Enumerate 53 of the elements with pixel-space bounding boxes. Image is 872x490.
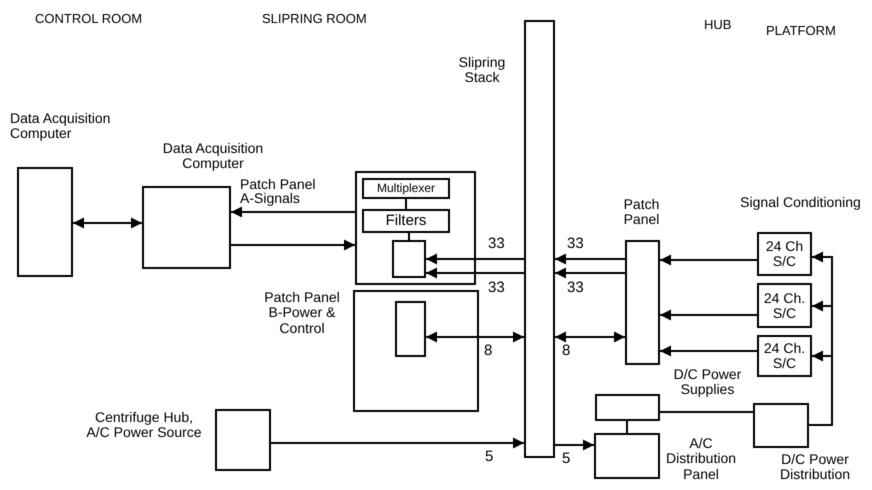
arrow bbox=[809, 350, 833, 426]
edge-label: 8 bbox=[483, 343, 494, 358]
edge-label: 33 bbox=[487, 280, 506, 295]
arrow bbox=[555, 332, 625, 342]
block-label: Slipring Stack bbox=[458, 55, 506, 86]
arrow bbox=[231, 206, 355, 218]
zone-label: SLIPRING ROOM bbox=[262, 12, 367, 26]
arrow bbox=[73, 218, 142, 228]
connector-line bbox=[626, 421, 628, 433]
edge-label: 33 bbox=[487, 236, 506, 251]
arrow bbox=[426, 332, 524, 342]
edge-label: 5 bbox=[484, 449, 494, 464]
zone-label: PLATFORM bbox=[766, 24, 836, 38]
connector-line bbox=[405, 199, 407, 209]
connector-line bbox=[408, 233, 410, 240]
block-label: D/C Power Distribution bbox=[778, 452, 852, 483]
block-label: D/C Power Supplies bbox=[672, 367, 742, 398]
group-heading: Signal Conditioning bbox=[739, 195, 862, 210]
block-label: Patch Panel bbox=[622, 197, 660, 228]
block-label: Data Acquisition Computer bbox=[162, 141, 264, 172]
block-label: 24 Ch. S/C bbox=[762, 341, 806, 371]
block-label: Multiplexer bbox=[376, 182, 436, 195]
arrow bbox=[426, 268, 524, 278]
block-box bbox=[362, 209, 450, 233]
block-label: 24 Ch. S/C bbox=[762, 290, 806, 320]
block-box bbox=[757, 335, 812, 377]
block-label: 24 Ch S/C bbox=[764, 239, 804, 269]
arrow bbox=[231, 240, 355, 250]
arrow bbox=[426, 254, 524, 264]
block-box bbox=[757, 232, 812, 276]
connector-line bbox=[660, 411, 753, 413]
empty-box bbox=[392, 240, 426, 278]
arrow bbox=[555, 268, 625, 278]
arrow bbox=[555, 440, 594, 450]
block-label: Patch Panel B-Power & Control bbox=[263, 290, 341, 336]
edge-label: 33 bbox=[566, 280, 585, 295]
arrow bbox=[660, 254, 757, 266]
block-box bbox=[362, 178, 450, 199]
arrow bbox=[660, 310, 757, 320]
edge-label: 33 bbox=[566, 236, 585, 251]
edge-label: 8 bbox=[561, 343, 572, 358]
zone-label: CONTROL ROOM bbox=[35, 12, 142, 26]
block-label: Filters bbox=[386, 213, 426, 229]
empty-box bbox=[395, 301, 426, 357]
block-label: A/C Distribution Panel bbox=[664, 436, 738, 482]
zone-label: HUB bbox=[704, 18, 732, 32]
edge-label: 5 bbox=[561, 451, 572, 466]
block-label: Centrifuge Hub, A/C Power Source bbox=[85, 410, 203, 441]
arrow bbox=[555, 254, 625, 264]
block-label: Patch Panel A-Signals bbox=[240, 177, 316, 205]
block-label: Data Acquisition Computer bbox=[10, 111, 112, 142]
block-box bbox=[757, 283, 812, 328]
arrow bbox=[660, 346, 757, 356]
